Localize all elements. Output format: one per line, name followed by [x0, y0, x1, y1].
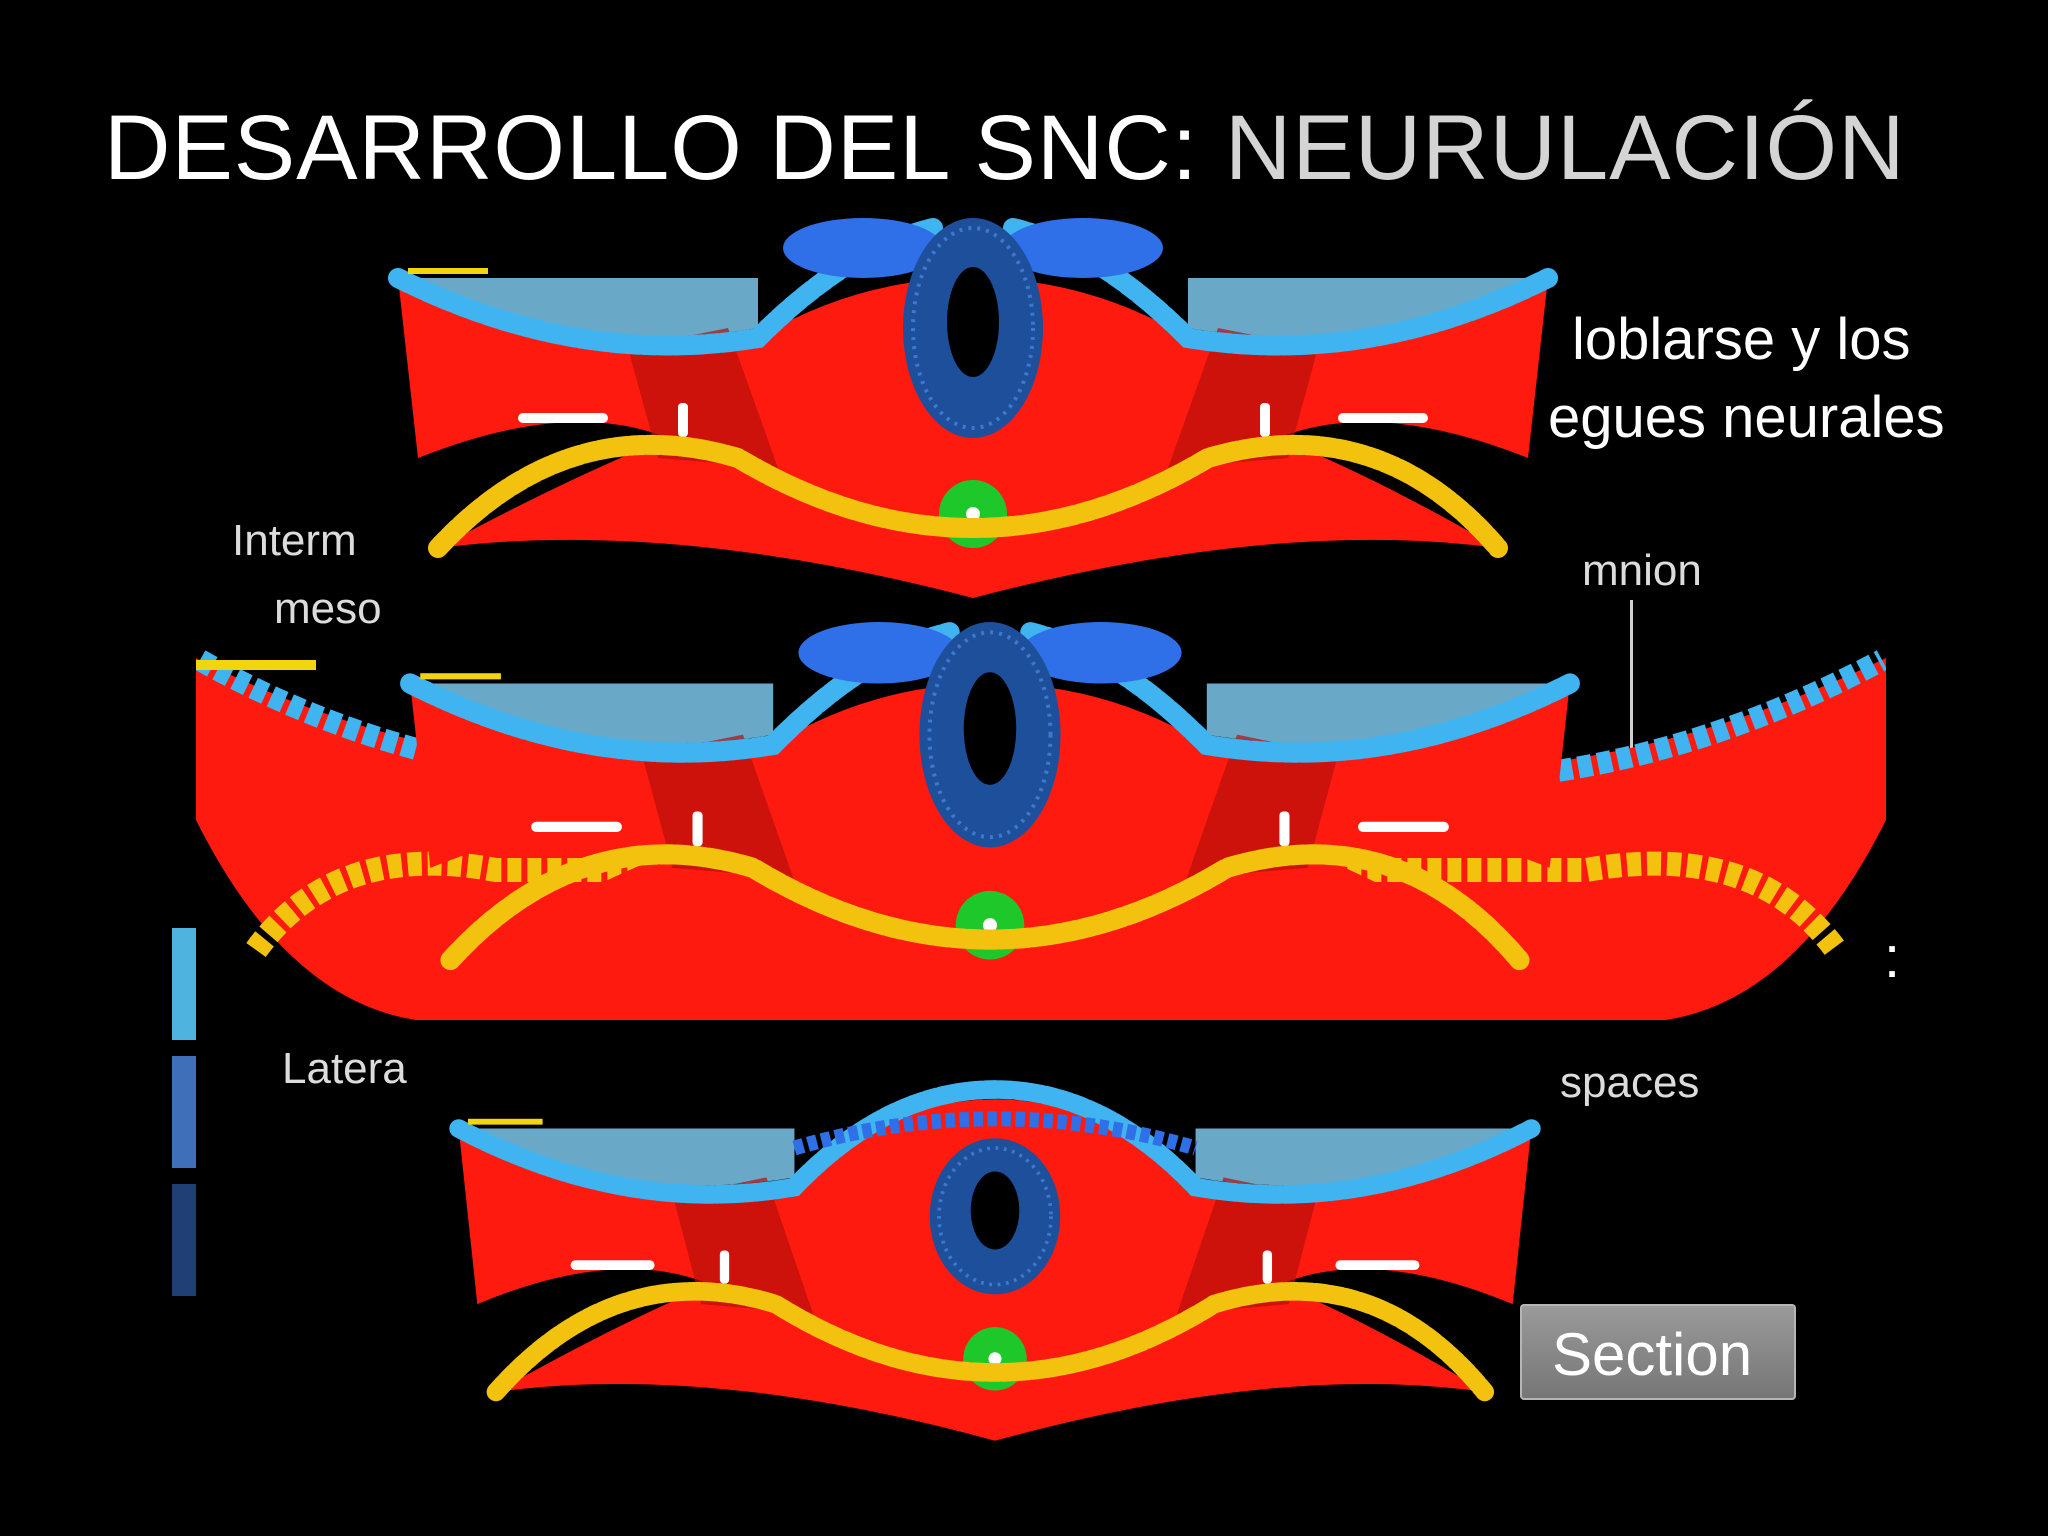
somite-left	[673, 1177, 814, 1314]
notochord-center	[966, 507, 980, 521]
neural-crest-right	[1003, 218, 1163, 278]
legend-swatch-neural-crest	[172, 1056, 196, 1168]
amniotic-cavity-right	[1206, 683, 1570, 744]
endoderm	[428, 434, 1508, 558]
somite-mark-right	[1279, 811, 1290, 847]
somite-mark-left	[719, 1250, 730, 1284]
somite-left	[628, 328, 778, 468]
neural-tube-cells	[911, 226, 1035, 430]
amniotic-cavity-right	[1195, 1128, 1532, 1186]
legend-swatch-ectoderm	[172, 928, 196, 1040]
stage-panel-3	[440, 1070, 1550, 1470]
neural-canal	[963, 672, 1017, 785]
neural-canal	[947, 267, 999, 377]
stage-panel-1	[378, 218, 1568, 628]
dorsal-aorta-left	[518, 413, 608, 423]
ectoderm	[449, 1080, 1541, 1204]
section-button[interactable]: Section	[1520, 1304, 1796, 1400]
amniotic-cavity-right	[1188, 278, 1548, 337]
endoderm	[440, 844, 1530, 971]
colon-text: :	[1884, 925, 1901, 990]
dorsal-aorta-left	[570, 1260, 655, 1270]
dorsal-aorta-right	[1338, 413, 1428, 423]
somite-right	[1186, 734, 1338, 879]
somite-mark-right	[1262, 1250, 1273, 1284]
neural-crest-right	[1020, 622, 1182, 684]
label-intermediate: Interm	[232, 516, 357, 565]
label-mesoderm: meso	[274, 584, 382, 633]
slide-title: DESARROLLO DEL SNC: NEURULACIÓN	[104, 96, 1906, 201]
somite-mark-right	[1260, 403, 1270, 437]
amniotic-cavity-left	[398, 278, 758, 337]
section-button-label: Section	[1552, 1321, 1753, 1388]
label-spaces: spaces	[1560, 1058, 1700, 1107]
notochord-center	[982, 918, 998, 933]
title-part-2: NEURULACIÓN	[1224, 97, 1906, 199]
somite-mark-left	[678, 403, 688, 437]
endoderm	[486, 1281, 1495, 1402]
dorsal-aorta-left	[531, 821, 622, 832]
label-amnion: mnion	[1582, 546, 1702, 595]
label-lateral: Latera	[282, 1044, 407, 1093]
legend-swatch-neural-tube	[172, 1184, 196, 1296]
stage-panel-2	[390, 622, 1590, 1042]
amniotic-cavity-left	[410, 683, 774, 744]
notochord-center	[988, 1352, 1002, 1366]
amnion-edge	[420, 673, 501, 680]
amnion-edge	[408, 268, 488, 274]
title-part-1: DESARROLLO DEL SNC:	[104, 97, 1225, 199]
amniotic-cavity-left	[458, 1128, 795, 1186]
somite-mark-left	[692, 811, 703, 847]
embryo-section-stage-2	[400, 622, 1580, 1012]
neural-crest-left	[798, 622, 960, 684]
embryo-section-stage-3	[449, 1080, 1541, 1441]
embryo-section-stage-1	[388, 218, 1558, 598]
neural-crest-left	[783, 218, 943, 278]
dorsal-aorta-right	[1358, 821, 1449, 832]
neural-crest	[792, 1111, 1198, 1156]
dorsal-aorta-right	[1335, 1260, 1420, 1270]
somite-right	[1168, 328, 1318, 468]
body-text-line-2: egues neurales	[1548, 385, 1945, 450]
amnion-edge	[467, 1118, 543, 1125]
somite-right	[1176, 1177, 1317, 1314]
amnion-pointer-line	[1630, 600, 1633, 758]
neural-tube-cells	[927, 630, 1053, 840]
neural-canal	[970, 1171, 1020, 1250]
body-text-line-1: loblarse y los	[1572, 307, 1911, 372]
